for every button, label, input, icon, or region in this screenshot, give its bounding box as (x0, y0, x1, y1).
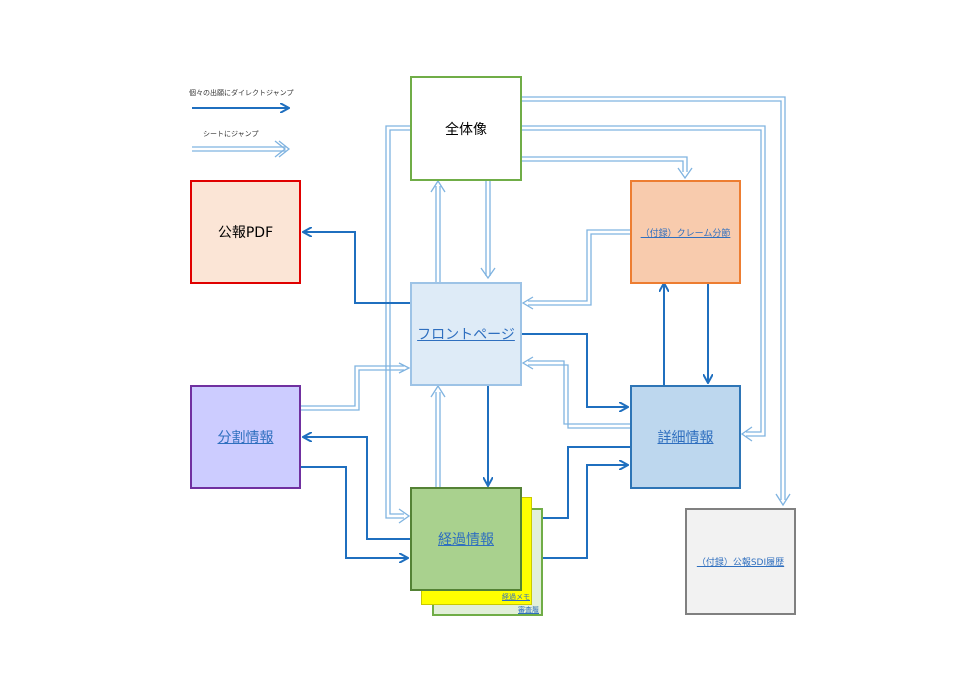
overview-label: 全体像 (445, 121, 487, 138)
front-page-link[interactable]: フロントページ (417, 327, 515, 343)
overview-box[interactable]: 全体像 (410, 76, 522, 181)
appendix-sdi-link[interactable]: （付録）公報SDI履歴 (696, 558, 785, 568)
sheet-link-overview-progress (385, 125, 410, 519)
gazette-pdf-label: 公報PDF (217, 225, 274, 241)
progress-memo-link[interactable]: 経過メモ (502, 593, 530, 601)
sheet-link-overview-sdi (522, 96, 786, 500)
sheet-link-overview-detail (522, 125, 766, 437)
front-page-box[interactable]: フロントページ (410, 282, 522, 386)
split-info-box[interactable]: 分割情報 (190, 385, 301, 489)
sheet-link-detail-front (528, 364, 630, 429)
gazette-pdf-box[interactable]: 公報PDF (190, 180, 301, 284)
direct-link-progress-split (304, 437, 410, 540)
direct-link-front-detail (522, 333, 627, 407)
direct-link-progress-detail (522, 465, 627, 559)
legend-direct-jump-label: 個々の出願にダイレクトジャンプ (189, 89, 294, 97)
legend-sheet-arrow (192, 140, 291, 158)
appendix-claims-link[interactable]: （付録）クレーム分節 (640, 228, 731, 239)
detail-info-box[interactable]: 詳細情報 (630, 385, 741, 489)
direct-link-split-progress (301, 466, 407, 558)
split-info-link[interactable]: 分割情報 (217, 430, 274, 446)
direct-link-front-pdf (304, 232, 410, 304)
progress-info-link[interactable]: 経過情報 (438, 532, 494, 548)
sheet-link-claims-front (528, 229, 630, 302)
progress-info-box[interactable]: 経過情報 (410, 487, 522, 591)
sheet-link-split-front (301, 365, 404, 407)
appendix-claims-box[interactable]: （付録）クレーム分節 (630, 180, 741, 284)
sheet-link-overview-claims (522, 156, 688, 172)
examination-history-link[interactable]: 審査履 (518, 606, 539, 614)
appendix-sdi-box[interactable]: （付録）公報SDI履歴 (685, 508, 796, 615)
detail-info-link[interactable]: 詳細情報 (657, 430, 714, 446)
legend-sheet-jump-label: シートにジャンプ (203, 130, 259, 138)
direct-link-detail-progress (524, 446, 630, 518)
